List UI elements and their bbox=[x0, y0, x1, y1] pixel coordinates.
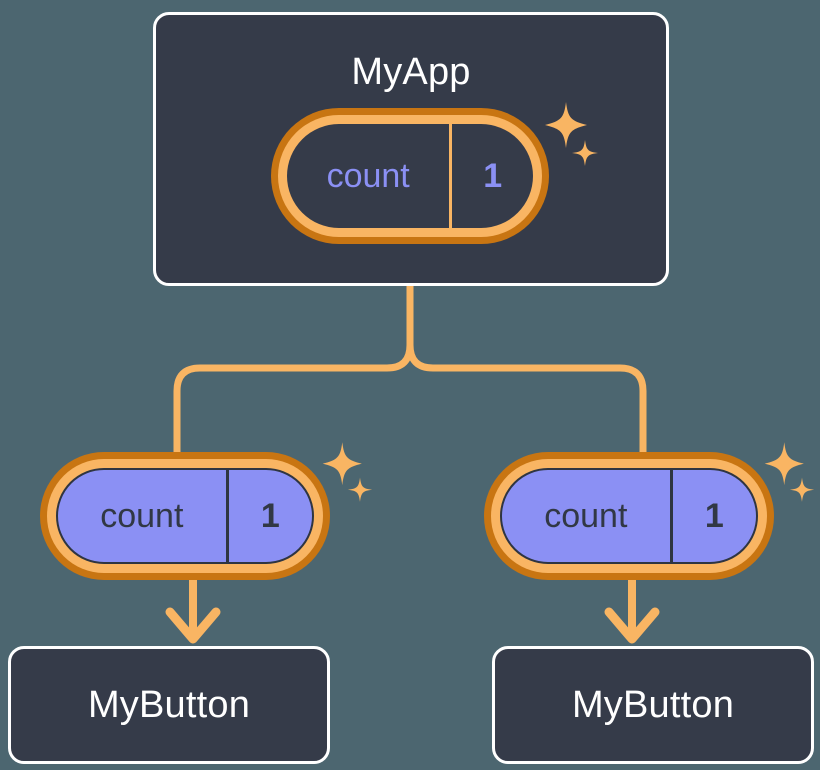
left-state-capsule[interactable]: count 1 bbox=[40, 452, 330, 580]
right-state-divider bbox=[669, 470, 673, 562]
root-state-value: 1 bbox=[483, 156, 503, 195]
left-state-capsule-body: count 1 bbox=[56, 468, 314, 564]
arrow-right-head bbox=[604, 607, 660, 644]
root-component-title: MyApp bbox=[351, 51, 471, 93]
left-state-divider bbox=[225, 470, 229, 562]
right-child-component-card[interactable]: MyButton bbox=[492, 646, 814, 764]
left-state-capsule-ring: count 1 bbox=[47, 459, 323, 573]
arrow-left-head bbox=[165, 607, 221, 644]
connector-root-to-right bbox=[406, 286, 647, 460]
right-state-capsule-body: count 1 bbox=[500, 468, 758, 564]
root-state-capsule-body: count 1 bbox=[287, 124, 533, 228]
left-child-component-title: MyButton bbox=[87, 683, 251, 726]
right-state-capsule[interactable]: count 1 bbox=[484, 452, 774, 580]
root-state-divider bbox=[449, 124, 453, 228]
connector-root-to-left bbox=[173, 286, 414, 460]
left-state-value: 1 bbox=[260, 496, 280, 535]
right-state-value: 1 bbox=[704, 496, 724, 535]
right-state-key: count bbox=[544, 496, 628, 535]
left-state-key: count bbox=[100, 496, 184, 535]
root-state-capsule-ring: count 1 bbox=[278, 115, 542, 237]
root-state-key: count bbox=[326, 156, 410, 195]
right-child-component-title: MyButton bbox=[571, 683, 735, 726]
left-child-component-card[interactable]: MyButton bbox=[8, 646, 330, 764]
right-state-capsule-ring: count 1 bbox=[491, 459, 767, 573]
root-state-capsule[interactable]: count 1 bbox=[271, 108, 549, 244]
